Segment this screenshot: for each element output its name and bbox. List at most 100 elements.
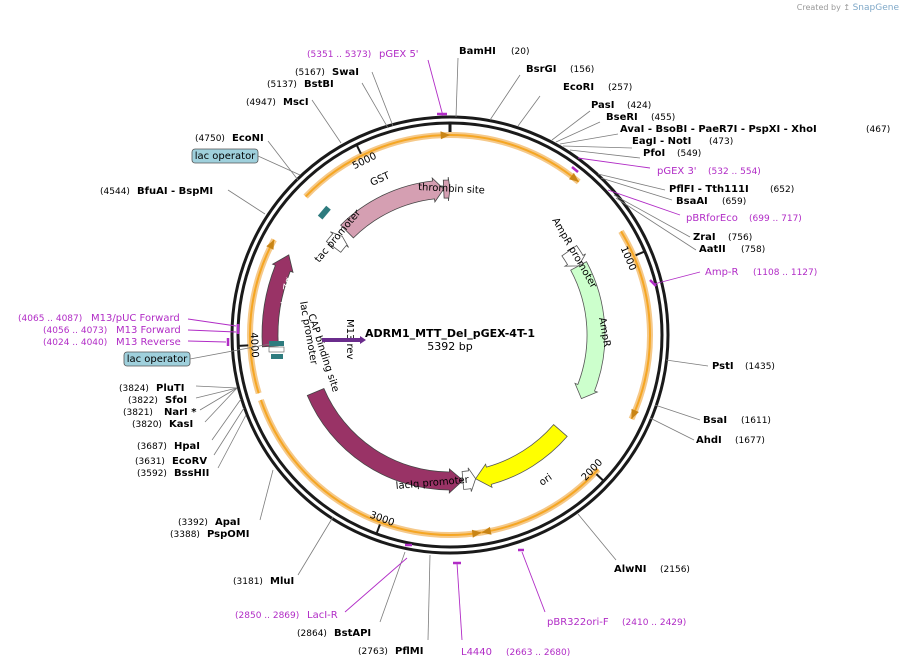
enzyme-pos: (3181): [233, 577, 263, 587]
feature-lac-operator-mid: [269, 341, 284, 346]
enzyme-pos: (659): [722, 197, 746, 207]
primer-label: Amp-R: [705, 267, 739, 278]
enzyme-pos: (758): [741, 245, 765, 255]
enzyme-pos: (4750): [195, 134, 225, 144]
enzyme-pos: (424): [627, 101, 651, 111]
label-gst: GST: [369, 170, 393, 189]
feature-cap-site: [268, 346, 285, 353]
enzyme-label: PflFI - Tth111I: [669, 184, 749, 195]
enzyme-pos: (156): [570, 65, 594, 75]
primer-label: LacI-R: [307, 610, 338, 621]
label-laci: lacI: [323, 452, 343, 472]
enzyme-pos: (1435): [745, 362, 775, 372]
lac-operator-box-bottom: lac operator: [123, 351, 191, 367]
feature-laci: [306, 387, 464, 494]
enzyme-pos: (5167): [295, 68, 325, 78]
enzyme-label: ApaI: [215, 517, 240, 528]
label-thrombin-site: thrombin site: [418, 182, 485, 196]
plasmid-length: 5392 bp: [427, 340, 472, 353]
feature-ori: [475, 424, 568, 489]
enzyme-pos: (4544): [100, 187, 130, 197]
enzyme-leaders: [195, 57, 709, 641]
orf-arc-glow: [449, 132, 581, 185]
orf-arrow-head: [266, 239, 275, 250]
enzyme-pos: (549): [677, 149, 701, 159]
enzyme-labels: BamHI (20) BsrGI (156) EcoRI (257) PasI …: [100, 46, 890, 657]
tick-label: 4000: [248, 332, 260, 358]
primer-range: (699 .. 717): [749, 214, 802, 224]
enzyme-label: BsaI: [703, 415, 727, 426]
enzyme-label: AhdI: [696, 435, 722, 446]
enzyme-label: PflMI: [395, 646, 423, 657]
orf-arrow-head: [631, 408, 639, 419]
enzyme-pos: (2763): [358, 647, 388, 657]
features: [261, 176, 606, 494]
enzyme-label: PspOMI: [207, 529, 249, 540]
enzyme-pos: (2864): [297, 629, 327, 639]
enzyme-pos: (3388): [170, 530, 200, 540]
label-ori: ori: [537, 472, 554, 488]
primer-leaders: [187, 59, 701, 641]
primer-label: pBR322ori-F: [547, 617, 609, 628]
orf-arrow-head: [471, 529, 482, 538]
enzyme-label: ZraI: [693, 232, 716, 243]
feature-ampr: [570, 261, 606, 400]
enzyme-label: EcoRV: [172, 456, 207, 467]
enzyme-pos: (473): [709, 137, 733, 147]
enzyme-label: NarI *: [164, 407, 197, 418]
enzyme-label: AlwNI: [614, 564, 647, 575]
lac-operator-label-top: lac operator: [195, 151, 256, 162]
enzyme-label: BstBI: [304, 79, 334, 90]
tick-mark: [595, 473, 605, 482]
primer-label: pGEX 3': [657, 166, 697, 177]
enzyme-pos: (1611): [741, 416, 771, 426]
enzyme-pos: (3392): [178, 518, 208, 528]
enzyme-label: PasI: [591, 100, 614, 111]
enzyme-label: BstAPI: [334, 628, 371, 639]
primer-range: (2850 .. 2869): [235, 611, 299, 621]
orf-arc: [249, 239, 275, 394]
enzyme-pos: (20): [511, 47, 529, 57]
tick-mark: [375, 524, 381, 535]
label-ampr: AmpR: [596, 317, 612, 348]
feature-ampr-promoter: [561, 244, 586, 267]
orf-arc: [481, 468, 599, 534]
enzyme-label: SwaI: [332, 67, 359, 78]
enzyme-label: BssHII: [174, 468, 209, 479]
plasmid-name: ADRM1_MTT_Del_pGEX-4T-1: [365, 327, 535, 340]
enzyme-pos: (3592): [137, 469, 167, 479]
primer-range: (2410 .. 2429): [622, 618, 686, 628]
primer-label: M13 Reverse: [116, 337, 181, 348]
primer-labels: pGEX 5' (5351 .. 5373) pGEX 3' (532 .. 5…: [18, 49, 817, 658]
enzyme-pos: (3822): [128, 396, 158, 406]
snapgene-logo-icon: ↥: [843, 3, 851, 12]
enzyme-pos: (4947): [246, 98, 276, 108]
enzyme-label: BsrGI: [526, 64, 556, 75]
enzyme-pos: (1677): [735, 436, 765, 446]
enzyme-pos: (756): [728, 233, 752, 243]
m13-rev-arrow-head: [360, 336, 366, 344]
orf-arcs: [247, 131, 653, 538]
enzyme-label: PstI: [712, 361, 734, 372]
lac-operator-label-bottom: lac operator: [127, 354, 188, 365]
primer-range: (4056 .. 4073): [43, 326, 107, 336]
tick-mark: [355, 144, 362, 155]
lac-operator-top-leader: [257, 155, 301, 176]
enzyme-label: PfoI: [643, 148, 665, 159]
enzyme-pos: (652): [770, 185, 794, 195]
enzyme-pos: (3824): [119, 384, 149, 394]
enzyme-pos: (2156): [660, 565, 690, 575]
primer-range: (1108 .. 1127): [753, 268, 817, 278]
primer-label: M13/pUC Forward: [91, 313, 180, 324]
enzyme-label: EagI - NotI: [632, 136, 691, 147]
feature-tac-promoter: [325, 231, 349, 253]
enzyme-pos: (257): [608, 83, 632, 93]
enzyme-pos: (3631): [135, 457, 165, 467]
primer-range: (532 .. 554): [708, 167, 761, 177]
enzyme-label: MscI: [283, 97, 309, 108]
primer-range: (2663 .. 2680): [506, 648, 570, 658]
primer-label: L4440: [461, 647, 492, 658]
feature-lac-operator-top: [317, 205, 331, 220]
orf-arc: [449, 134, 580, 183]
